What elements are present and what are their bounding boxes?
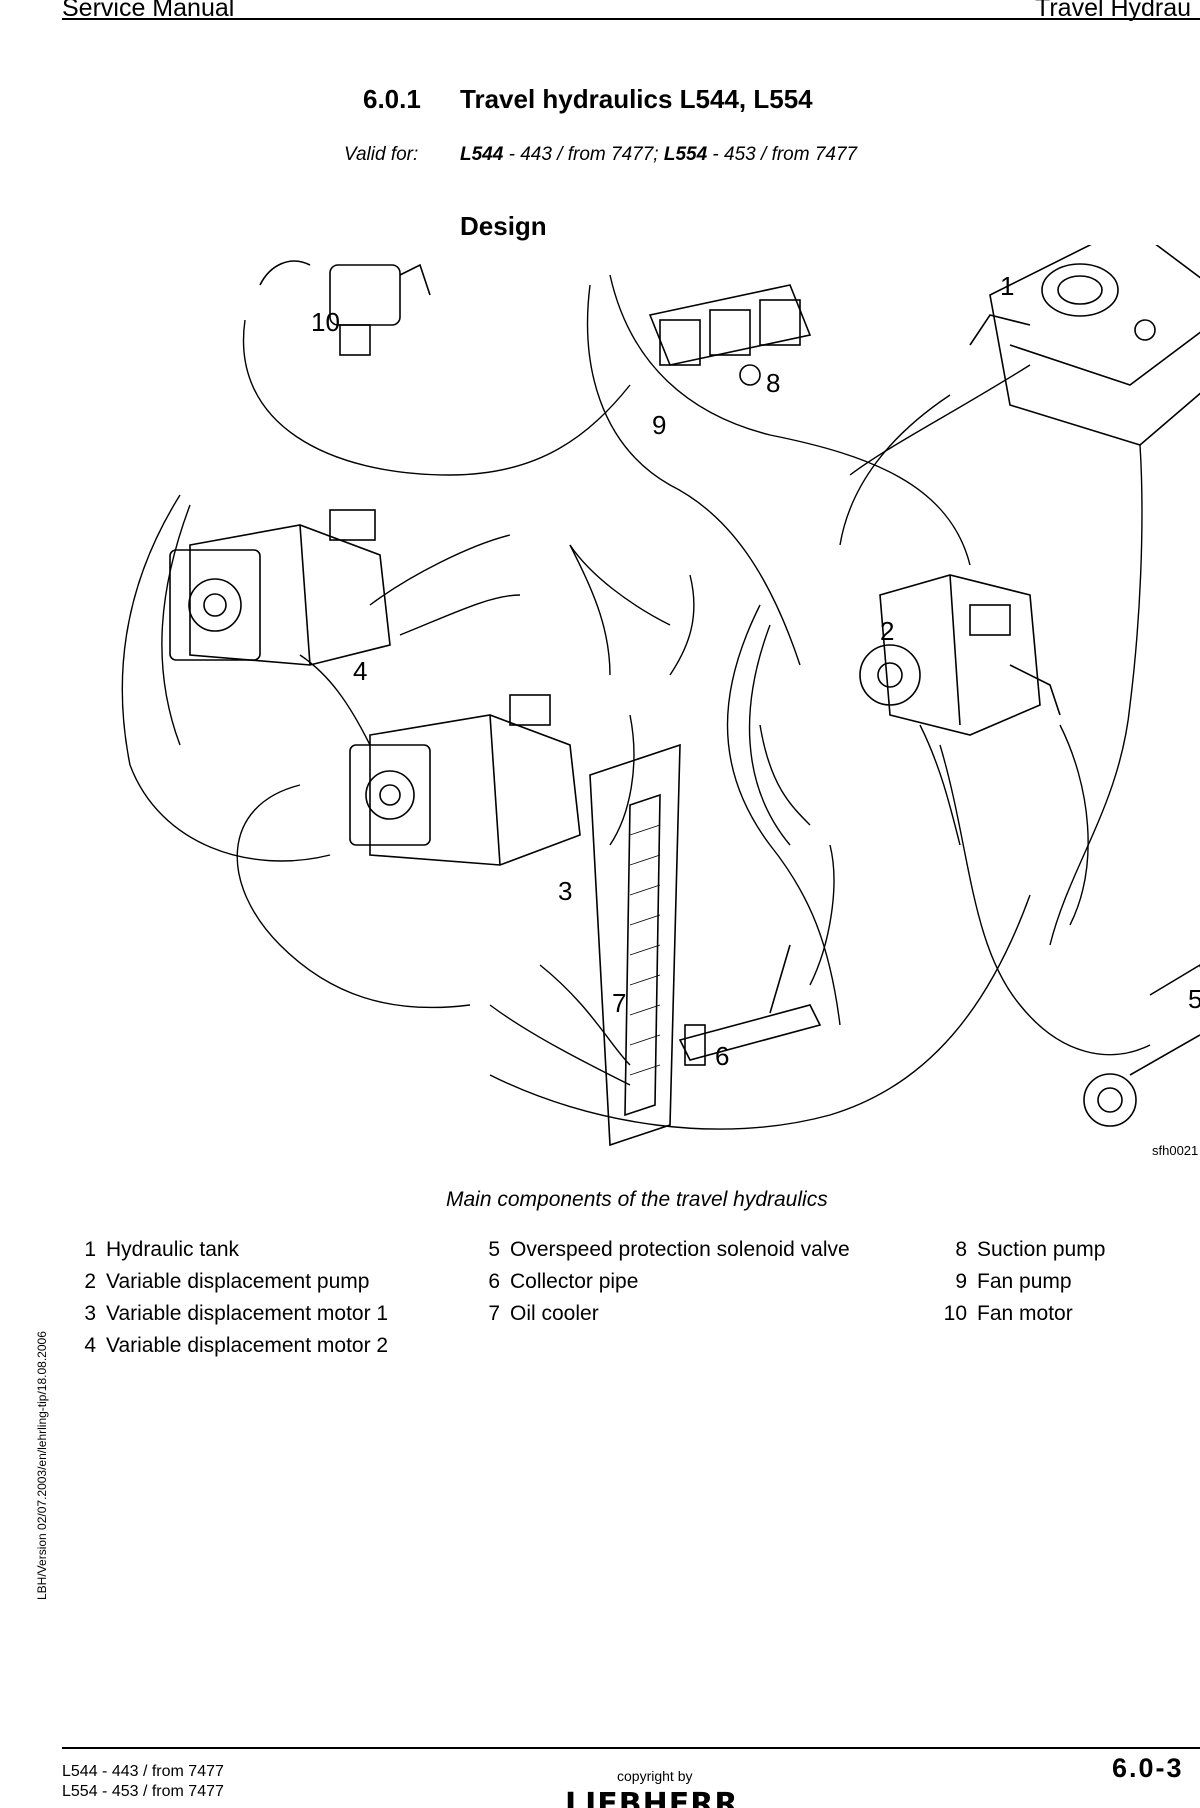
hydraulic-tank [969, 245, 1200, 446]
callout-4: 4 [353, 656, 367, 686]
callout-5: 5 [1188, 984, 1200, 1014]
variable-displacement-motor-2 [169, 509, 391, 666]
fan-motor [259, 260, 431, 356]
hydraulics-diagram: 1 2 3 4 5 6 7 8 9 10 sfh0021 [121, 245, 1200, 1158]
legend-label: Variable displacement pump [106, 1270, 370, 1293]
legend-label: Fan motor [977, 1302, 1073, 1325]
valid-text-1: - 443 / from 7477; [503, 144, 664, 165]
callout-8: 8 [766, 368, 780, 398]
footer-model-line-2: L554 - 453 / from 7477 [62, 1783, 224, 1800]
legend-number: 3 [84, 1302, 96, 1325]
legend-label: Variable displacement motor 2 [106, 1334, 389, 1357]
legend-item: 3 Variable displacement motor 1 [82, 1302, 388, 1326]
legend-item: 6 Collector pipe [486, 1270, 638, 1294]
legend-item: 7 Oil cooler [486, 1302, 599, 1326]
collector-pipe [678, 944, 822, 1066]
image-code: sfh0021 [1152, 1143, 1198, 1158]
legend-item: 5 Overspeed protection solenoid valve [486, 1238, 850, 1262]
legend-item: 9 Fan pump [940, 1270, 1072, 1294]
header-title-left: Service Manual [62, 0, 235, 22]
legend-label: Oil cooler [510, 1302, 599, 1325]
legend-number: 10 [943, 1302, 967, 1325]
legend-number: 6 [488, 1270, 500, 1293]
variable-displacement-motor-1 [349, 694, 581, 866]
callout-1: 1 [1000, 271, 1014, 301]
callout-6: 6 [715, 1041, 729, 1071]
valid-model-2: L554 [663, 144, 708, 165]
page-number: 6.0-3 [1112, 1753, 1184, 1783]
valid-model-1: L544 [460, 144, 504, 165]
footer-rule [62, 1747, 1200, 1749]
header-title-right: Travel Hydrau [1035, 0, 1192, 22]
valid-for-label: Valid for: [344, 144, 419, 165]
variable-displacement-pump [859, 574, 1061, 736]
oil-cooler [589, 743, 681, 1147]
legend-number: 8 [955, 1238, 967, 1261]
overspeed-solenoid-valve [1083, 964, 1200, 1127]
legend-number: 4 [84, 1334, 96, 1357]
legend-label: Hydraulic tank [106, 1238, 240, 1261]
design-heading: Design [460, 211, 547, 241]
valid-text-2: - 453 / from 7477 [707, 144, 858, 165]
suction-and-fan-pump [648, 284, 812, 386]
legend-item: 2 Variable displacement pump [82, 1270, 369, 1294]
legend-number: 1 [84, 1238, 96, 1261]
callout-9: 9 [652, 410, 666, 440]
copyright-text: copyright by [617, 1768, 693, 1784]
legend-item: 8 Suction pump [940, 1238, 1105, 1262]
legend-item: 1 Hydraulic tank [82, 1238, 239, 1262]
footer-model-line-1: L544 - 443 / from 7477 [62, 1763, 224, 1780]
callout-3: 3 [558, 876, 572, 906]
legend-label: Collector pipe [510, 1270, 639, 1293]
callout-10: 10 [311, 307, 340, 337]
legend-label: Variable displacement motor 1 [106, 1302, 389, 1325]
section-number: 6.0.1 [363, 84, 421, 114]
legend-number: 2 [84, 1270, 96, 1293]
figure-caption: Main components of the travel hydraulics [446, 1188, 828, 1211]
callout-7: 7 [612, 988, 626, 1018]
header-rule [62, 18, 1200, 20]
hydraulic-lines [121, 274, 1151, 1130]
footer-models: L544 - 443 / from 7477 L554 - 453 / from… [62, 1762, 224, 1802]
legend-label: Overspeed protection solenoid valve [510, 1238, 850, 1261]
legend-number: 7 [488, 1302, 500, 1325]
legend-number: 5 [488, 1238, 500, 1261]
section-title: Travel hydraulics L544, L554 [460, 84, 813, 114]
legend-number: 9 [955, 1270, 967, 1293]
legend-label: Suction pump [977, 1238, 1106, 1261]
valid-for-text: L544 - 443 / from 7477; L554 - 453 / fro… [460, 144, 857, 166]
version-note: LBH/Version 02/07.2003/en/lehrling-tip/1… [35, 1331, 49, 1600]
legend-item: 10 Fan motor [940, 1302, 1073, 1326]
legend-item: 4 Variable displacement motor 2 [82, 1334, 388, 1358]
legend-label: Fan pump [977, 1270, 1072, 1293]
callout-2: 2 [880, 616, 894, 646]
logo-text: LIEBHERR [565, 1790, 739, 1808]
liebherr-logo: LIEBHERR [565, 1790, 745, 1808]
